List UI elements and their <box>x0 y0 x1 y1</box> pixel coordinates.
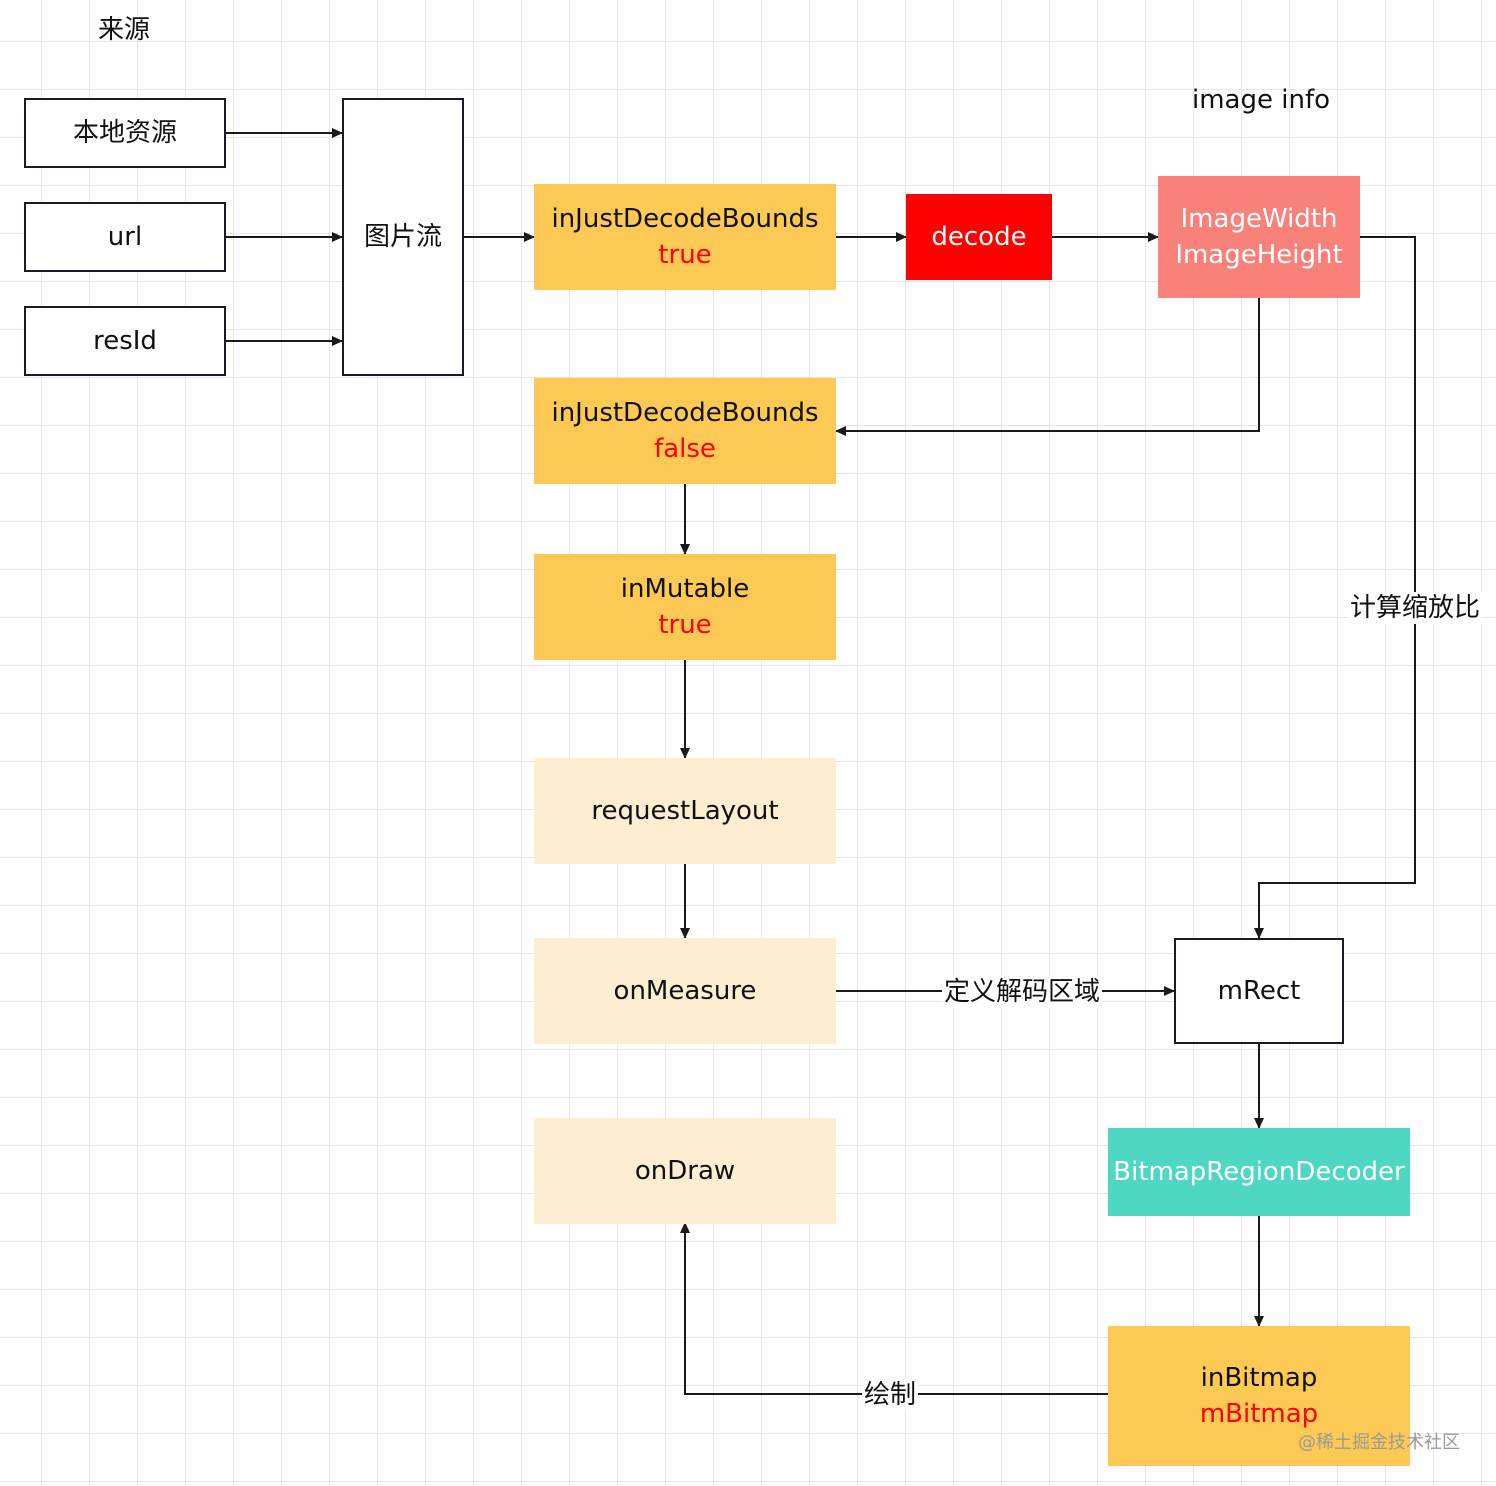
node-decode-bounds-false-value: false <box>654 434 716 464</box>
node-in-mutable: inMutable true <box>534 554 836 660</box>
node-m-rect-label: mRect <box>1217 976 1301 1006</box>
node-on-draw: onDraw <box>534 1118 836 1224</box>
node-in-bitmap-title: inBitmap <box>1200 1363 1318 1393</box>
node-on-measure: onMeasure <box>534 938 836 1044</box>
node-request-layout: requestLayout <box>534 758 836 864</box>
node-res-id-label: resId <box>93 326 157 356</box>
edge-label-draw: 绘制 <box>862 1379 919 1411</box>
node-decode-bounds-true-value: true <box>658 240 712 270</box>
node-decode-bounds-false-title: inJustDecodeBounds <box>551 398 819 428</box>
edge-size-to-mrect <box>1254 236 1416 939</box>
node-request-layout-label: requestLayout <box>591 796 779 826</box>
node-decode-bounds-true: inJustDecodeBounds true <box>534 184 836 290</box>
node-decode-bounds-true-title: inJustDecodeBounds <box>551 204 819 234</box>
node-url-label: url <box>107 222 143 252</box>
node-image-height-label: ImageHeight <box>1175 240 1343 270</box>
node-local-resource-label: 本地资源 <box>72 118 177 148</box>
node-on-measure-label: onMeasure <box>613 976 757 1006</box>
sources-title: 来源 <box>98 15 151 45</box>
node-in-mutable-title: inMutable <box>620 574 750 604</box>
node-in-mutable-value: true <box>658 610 712 640</box>
node-in-bitmap: inBitmap mBitmap <box>1108 1326 1410 1466</box>
node-bitmap-region-decoder: BitmapRegionDecoder <box>1108 1128 1410 1216</box>
node-on-draw-label: onDraw <box>634 1156 736 1186</box>
edge-inbitmap-to-ondraw <box>680 1222 1108 1395</box>
edge-label-define-region: 定义解码区域 <box>942 976 1103 1008</box>
edge-label-scale-ratio: 计算缩放比 <box>1348 592 1483 624</box>
node-image-stream-label: 图片流 <box>363 222 442 252</box>
node-image-size: ImageWidth ImageHeight <box>1158 176 1360 298</box>
node-decode: decode <box>906 194 1052 280</box>
node-local-resource: 本地资源 <box>24 98 226 168</box>
node-image-width-label: ImageWidth <box>1180 204 1338 234</box>
node-res-id: resId <box>24 306 226 376</box>
node-in-bitmap-value: mBitmap <box>1199 1399 1319 1429</box>
node-image-stream: 图片流 <box>342 98 464 376</box>
node-bitmap-region-decoder-label: BitmapRegionDecoder <box>1113 1157 1405 1187</box>
watermark: @稀土掘金技术社区 <box>1298 1432 1460 1453</box>
node-decode-bounds-false: inJustDecodeBounds false <box>534 378 836 484</box>
edge-size-to-bounds-false <box>835 298 1260 436</box>
image-info-label: image info <box>1192 85 1331 115</box>
node-m-rect: mRect <box>1174 938 1344 1044</box>
node-url: url <box>24 202 226 272</box>
node-decode-label: decode <box>931 222 1027 252</box>
